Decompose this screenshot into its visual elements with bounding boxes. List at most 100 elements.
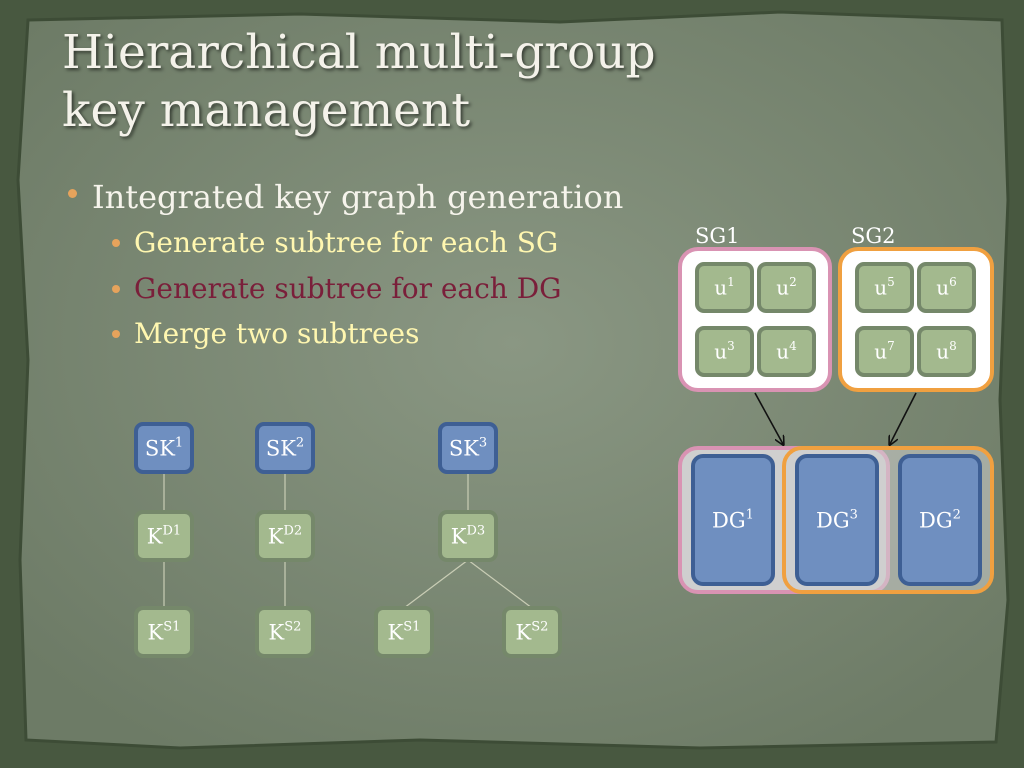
- sg2-user-node: u8: [917, 326, 976, 377]
- sg2-user-node-box: [855, 326, 914, 377]
- slide-title: Hierarchical multi-group key management: [62, 24, 682, 140]
- bullet-text: Generate subtree for each SG: [134, 226, 559, 259]
- tree-mid-node-box: [255, 510, 315, 562]
- tree-leaf-node-box: [255, 606, 315, 658]
- bullet-dot: [68, 189, 77, 198]
- tree-mid-node-label: KD3: [451, 524, 485, 549]
- tree-mid-node: KD3: [438, 510, 498, 562]
- title-line-2: key management: [62, 83, 471, 138]
- bullet-sub-sg: Generate subtree for each SG: [112, 226, 559, 259]
- tree-leaf-node-label-sup: S2: [284, 620, 301, 635]
- tree-mid-node: KD1: [134, 510, 194, 562]
- tree-leaf-node-label: KS2: [516, 620, 549, 645]
- tree-root-node-label: SK3: [449, 436, 487, 461]
- bullet-text: Generate subtree for each DG: [134, 272, 562, 305]
- sg1-user-node-label-base: u: [776, 276, 789, 300]
- dg-node: DG1: [691, 454, 775, 586]
- dg-node-label-sup: 2: [953, 508, 961, 523]
- sg2-user-node-label-sup: 7: [887, 339, 895, 353]
- tree-mid-node: KD2: [255, 510, 315, 562]
- sg2-user-node-label-base: u: [874, 276, 887, 300]
- dg-node: DG2: [898, 454, 982, 586]
- sg1-user-node-box: [757, 262, 816, 313]
- bullet-main: Integrated key graph generation: [68, 178, 624, 216]
- sg2-user-node-label-base: u: [936, 276, 949, 300]
- tree-root-node: SK2: [255, 422, 315, 474]
- tree-mid-node-label-base: K: [451, 524, 467, 548]
- tree-leaf-node-label: KS1: [148, 620, 181, 645]
- dg-node-label-base: DG: [816, 508, 850, 532]
- sg1-user-node-label: u4: [776, 339, 797, 363]
- sg1-user-node-label-sup: 3: [727, 339, 735, 353]
- sg1-user-node-label: u3: [714, 339, 735, 363]
- tree-mid-node-box: [134, 510, 194, 562]
- sg2-user-node-label-base: u: [874, 340, 887, 364]
- tree-leaf-node: KS1: [374, 606, 434, 658]
- sg1-user-node-label-base: u: [776, 340, 789, 364]
- sg2-user-node-label: u5: [874, 275, 895, 299]
- sg2-user-node-label: u6: [936, 275, 957, 299]
- tree-leaf-node-label-sup: S2: [531, 620, 548, 635]
- sg2-user-node-label-base: u: [936, 340, 949, 364]
- dg-node-label-base: DG: [919, 508, 953, 532]
- tree-leaf-node-label-base: K: [516, 620, 532, 644]
- sg2-user-node: u6: [917, 262, 976, 313]
- dg-node-label-base: DG: [712, 508, 746, 532]
- sg2-label: SG2: [851, 224, 896, 248]
- sg1-user-node-label: u2: [776, 275, 797, 299]
- tree-mid-node-label-sup: D1: [163, 524, 182, 539]
- sg1-user-node-label: u1: [714, 275, 735, 299]
- tree-leaf-node-label: KS1: [388, 620, 421, 645]
- dg-node: DG3: [795, 454, 879, 586]
- sg2-user-node-label: u7: [874, 339, 895, 363]
- sg1-user-node-box: [695, 262, 754, 313]
- bullet-dot: [112, 330, 120, 338]
- dg-node-box: [898, 454, 982, 586]
- sg2-user-node-label-sup: 6: [949, 275, 957, 289]
- sg1-label: SG1: [695, 224, 740, 248]
- tree-root-node-box: [438, 422, 498, 474]
- dg-node-label-sup: 1: [746, 508, 754, 523]
- tree-root-node-label-sup: 3: [479, 436, 487, 451]
- tree-mid-node-label-base: K: [268, 524, 284, 548]
- sg1-user-node-label-base: u: [714, 340, 727, 364]
- tree-leaf-node-label-base: K: [148, 620, 164, 644]
- bullet-sub-merge: Merge two subtrees: [112, 317, 420, 350]
- title-line-1: Hierarchical multi-group: [62, 25, 656, 80]
- sg1-user-node-label-base: u: [714, 276, 727, 300]
- dg-node-box: [795, 454, 879, 586]
- bullet-dot: [112, 285, 120, 293]
- bullet-dot: [112, 239, 120, 247]
- tree-mid-node-label-base: K: [147, 524, 163, 548]
- tree-root-node-box: [255, 422, 315, 474]
- dg-node-box: [691, 454, 775, 586]
- tree-leaf-node-box: [502, 606, 562, 658]
- sg2-user-node-label: u8: [936, 339, 957, 363]
- tree-edge: [403, 559, 469, 609]
- tree-leaf-node-label-sup: S1: [163, 620, 180, 635]
- tree-leaf-node-box: [374, 606, 434, 658]
- dg-node-label: DG1: [712, 508, 754, 533]
- bullet-text: Merge two subtrees: [134, 317, 420, 350]
- tree-leaf-node-label: KS2: [269, 620, 302, 645]
- sg2-user-node: u5: [855, 262, 914, 313]
- sg2-user-node-box: [917, 262, 976, 313]
- sg2-user-node-box: [855, 262, 914, 313]
- tree-edge: [467, 559, 533, 609]
- sg2-user-node-label-sup: 8: [949, 339, 957, 353]
- sg2-user-node-label-sup: 5: [887, 275, 895, 289]
- tree-leaf-node-label-sup: S1: [403, 620, 420, 635]
- tree-mid-node-label: KD2: [268, 524, 302, 549]
- tree-leaf-node-box: [134, 606, 194, 658]
- tree-leaf-node: KS1: [134, 606, 194, 658]
- tree-mid-node-box: [438, 510, 498, 562]
- sg1-user-node: u1: [695, 262, 754, 313]
- sg1-user-node-label-sup: 2: [789, 275, 797, 289]
- bullet-text: Integrated key graph generation: [92, 178, 624, 216]
- sg1-user-node: u2: [757, 262, 816, 313]
- tree-mid-node-label-sup: D2: [284, 524, 303, 539]
- tree-leaf-node-label-base: K: [269, 620, 285, 644]
- tree-root-node-label-sup: 1: [175, 436, 183, 451]
- bullet-sub-dg: Generate subtree for each DG: [112, 272, 562, 305]
